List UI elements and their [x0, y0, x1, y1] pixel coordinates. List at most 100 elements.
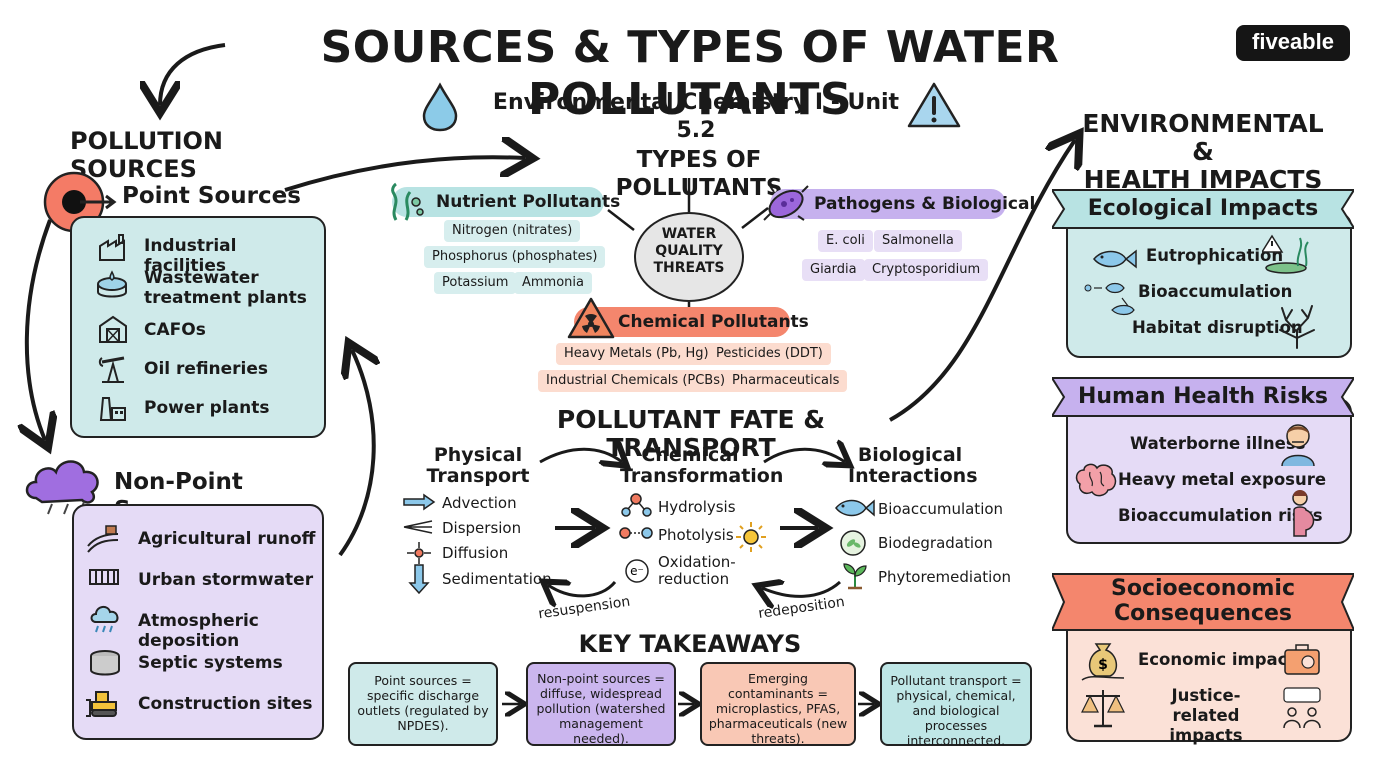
health-item: Heavy metal exposure: [1118, 470, 1327, 489]
socio-title-line: Socioeconomic: [1110, 576, 1295, 601]
physical-transport-title: Physical Transport: [426, 444, 530, 487]
health-item: Waterborne illness: [1130, 434, 1306, 453]
justice-scales-icon: [1080, 686, 1126, 730]
chemical-tag: Pesticides (DDT): [708, 343, 831, 365]
svg-text:$: $: [1098, 657, 1108, 673]
coral-icon: [1274, 302, 1320, 350]
physical-item: Dispersion: [442, 519, 522, 537]
physical-item: Sedimentation: [442, 570, 552, 588]
physical-item: Advection: [442, 494, 517, 512]
community-icon: [1280, 686, 1324, 730]
bulldozer-icon: [84, 686, 124, 717]
takeaway-card: Point sources = specific discharge outle…: [348, 662, 498, 746]
chemical-tag: Heavy Metals (Pb, Hg): [556, 343, 717, 365]
takeaway-card: Pollutant transport = physical, chemical…: [880, 662, 1032, 748]
sick-person-icon: [1276, 420, 1320, 467]
takeaway-card: Non-point sources = diffuse, widespread …: [526, 662, 676, 746]
impacts-heading-line: HEALTH IMPACTS: [1083, 165, 1323, 194]
non-point-source-item: Construction sites: [138, 694, 313, 714]
chemical-transformation-heading: Chemical Transformation: [620, 445, 783, 487]
chemical-tag: Industrial Chemicals (PCBs): [538, 370, 734, 392]
warning-icon: [905, 80, 963, 130]
takeaway-card: Emerging contaminants = microplastics, P…: [700, 662, 856, 746]
pathogens-title: Pathogens & Biological: [814, 194, 1036, 214]
ecological-item: Habitat disruption: [1132, 318, 1303, 337]
fish-icon: [832, 496, 876, 520]
diffusion-icon: [404, 540, 434, 566]
point-source-item: CAFOs: [144, 320, 206, 340]
power-plant-icon: [98, 392, 128, 422]
chemical-transformation-title: Chemical Transformation: [620, 444, 784, 487]
point-source-item: Oil refineries: [144, 359, 269, 379]
nutrient-title: Nutrient Pollutants: [436, 192, 621, 212]
radiation-warning-icon: [566, 296, 616, 340]
factory-icon: [98, 232, 128, 262]
health-ribbon: Human Health Risks: [1052, 376, 1354, 418]
seaweed-icon: [384, 180, 430, 222]
socio-title-line: Consequences: [1114, 601, 1292, 626]
nutrient-tag: Potassium: [434, 272, 517, 294]
chemical-item: Oxidation-reduction: [658, 553, 736, 588]
sun-icon: [734, 520, 768, 554]
biological-interactions-title: Biological Interactions: [848, 444, 978, 487]
page-title: SOURCES & TYPES OF WATER POLLUTANTS: [320, 22, 1060, 125]
chemical-title: Chemical Pollutants: [618, 312, 809, 332]
storm-drain-icon: [88, 564, 119, 594]
center-line: WATER: [661, 226, 717, 242]
redeposition-label: redeposition: [757, 594, 846, 622]
socio-item: Justice-related impacts: [1169, 686, 1243, 745]
sprout-icon: [840, 560, 870, 590]
storm-cloud-icon: [22, 452, 106, 518]
fiveable-logo: fiveable: [1236, 25, 1350, 61]
health-item: Bioaccumulation risks: [1118, 506, 1323, 525]
ecological-item: Eutrophication: [1146, 246, 1284, 265]
nutrient-tag: Ammonia: [514, 272, 592, 294]
nutrient-pollutants-pill: Nutrient Pollutants: [392, 187, 620, 217]
resuspension-label: resuspension: [537, 593, 632, 623]
chemical-item: Hydrolysis: [658, 498, 736, 516]
non-point-source-item: Septic systems: [138, 653, 283, 673]
water-quality-threats-node: WATER QUALITY THREATS: [634, 212, 744, 302]
fish-icon: [1090, 246, 1138, 272]
dispersion-icon: [402, 517, 436, 537]
brain-icon: [1072, 462, 1118, 502]
pathogen-tag: E. coli: [818, 230, 873, 252]
advection-arrow-icon: [402, 493, 436, 511]
briefcase-icon: [1282, 640, 1322, 676]
point-source-item: Wastewater treatment plants: [144, 268, 307, 308]
point-source-item: Power plants: [144, 398, 270, 418]
pathogen-tag: Cryptosporidium: [864, 259, 989, 281]
farm-field-icon: [86, 524, 119, 554]
non-point-sources-box: Agricultural runoff Urban stormwater Atm…: [72, 504, 324, 740]
ecological-title: Ecological Impacts: [1087, 196, 1319, 221]
socio-item: Economic impacts: [1138, 650, 1306, 669]
point-source-item: Industrial facilities: [144, 236, 237, 276]
chemical-tag: Pharmaceuticals: [724, 370, 848, 392]
pregnant-person-icon: [1284, 488, 1320, 538]
treatment-tank-icon: [96, 270, 127, 300]
biological-item: Bioaccumulation: [878, 500, 1004, 518]
physical-item: Diffusion: [442, 544, 509, 562]
ecological-item: Bioaccumulation: [1138, 282, 1293, 301]
physical-transport-heading: Physical Transport: [426, 445, 530, 487]
non-point-source-item: Atmospheric deposition: [138, 611, 259, 651]
photolysis-molecule-icon: [618, 522, 654, 544]
water-drop-icon: [420, 82, 460, 132]
sedimentation-icon: [408, 563, 430, 595]
non-point-source-item: Urban stormwater: [138, 570, 314, 590]
pathogens-pill: Pathogens & Biological: [770, 189, 1035, 219]
page-subtitle: Environmental Chemistry I - Unit 5.2: [492, 90, 900, 143]
biological-interactions-heading: Biological Interactions: [848, 445, 978, 487]
impacts-heading-line: ENVIRONMENTAL &: [1082, 109, 1324, 166]
chemical-item: Photolysis: [658, 526, 734, 544]
rain-cloud-icon: [88, 602, 119, 633]
nutrient-tag: Nitrogen (nitrates): [444, 220, 581, 242]
key-takeaways-heading: KEY TAKEAWAYS: [578, 630, 802, 658]
molecule-icon: [620, 492, 654, 518]
point-sources-heading: Point Sources: [122, 183, 301, 209]
money-bag-icon: $: [1080, 638, 1126, 682]
types-of-pollutants-heading: TYPES OF POLLUTANTS: [615, 147, 783, 201]
fate-transport-heading: POLLUTANT FATE & TRANSPORT: [556, 405, 826, 462]
biological-item: Phytoremediation: [878, 568, 1012, 586]
electron-icon: e⁻: [622, 556, 652, 586]
